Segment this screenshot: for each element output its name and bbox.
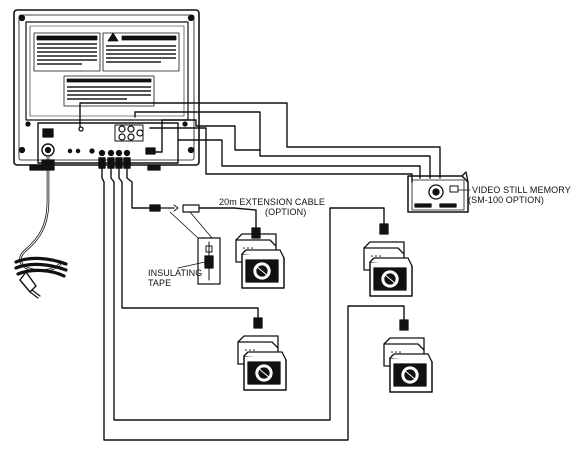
camera-input-1 bbox=[98, 149, 106, 157]
vsm-cables bbox=[79, 102, 441, 183]
video-jack bbox=[118, 133, 126, 141]
camera-1 bbox=[235, 233, 285, 289]
screw-icon bbox=[18, 14, 26, 22]
extension-cable-label: 20m EXTENSION CABLE bbox=[219, 197, 325, 207]
power-cord bbox=[14, 154, 68, 299]
camera-2 bbox=[237, 317, 287, 391]
video-jack bbox=[118, 125, 126, 133]
extension-cable-option-label: (OPTION) bbox=[265, 207, 307, 217]
camera-cables bbox=[98, 157, 405, 441]
monitor-foot bbox=[29, 164, 43, 171]
bnc-plug bbox=[149, 204, 161, 212]
memory-jack bbox=[449, 185, 459, 193]
video-still-memory-label: VIDEO STILL MEMORY bbox=[472, 185, 571, 195]
video-jack bbox=[136, 129, 144, 137]
camera-input-3 bbox=[115, 149, 123, 157]
indicator-led bbox=[78, 126, 84, 132]
memory-dial-icon bbox=[428, 184, 444, 200]
warning-triangle-icon bbox=[107, 32, 119, 42]
label-plate-bottom bbox=[63, 75, 155, 107]
camera-4 bbox=[383, 319, 433, 393]
insulating-tape-inset bbox=[177, 237, 221, 285]
monitor-cabinet bbox=[13, 9, 200, 166]
camera-input-2 bbox=[107, 149, 115, 157]
power-switch bbox=[42, 128, 54, 138]
label-plate-left bbox=[33, 32, 101, 72]
video-still-memory-unit bbox=[407, 171, 469, 213]
video-jack bbox=[127, 125, 135, 133]
camera-input-4 bbox=[123, 149, 131, 157]
monitor bbox=[13, 9, 200, 171]
camera-3 bbox=[363, 223, 413, 297]
screw-icon bbox=[187, 146, 195, 154]
insulating-label: INSULATING bbox=[148, 268, 203, 278]
tape-pointer bbox=[177, 261, 206, 269]
screw-icon bbox=[187, 14, 195, 22]
tape-label: TAPE bbox=[148, 278, 172, 288]
connector-panel bbox=[37, 122, 179, 164]
video-still-memory-option-label: (SM-100 OPTION) bbox=[468, 195, 545, 205]
extension-cable bbox=[149, 204, 261, 239]
label-plate-right bbox=[102, 32, 180, 72]
video-jack bbox=[127, 133, 135, 141]
connector-socket bbox=[145, 147, 156, 155]
monitor-foot bbox=[147, 164, 161, 171]
bnc-connector bbox=[182, 204, 200, 213]
power-plug-icon bbox=[19, 271, 41, 299]
screw-icon bbox=[18, 146, 26, 154]
